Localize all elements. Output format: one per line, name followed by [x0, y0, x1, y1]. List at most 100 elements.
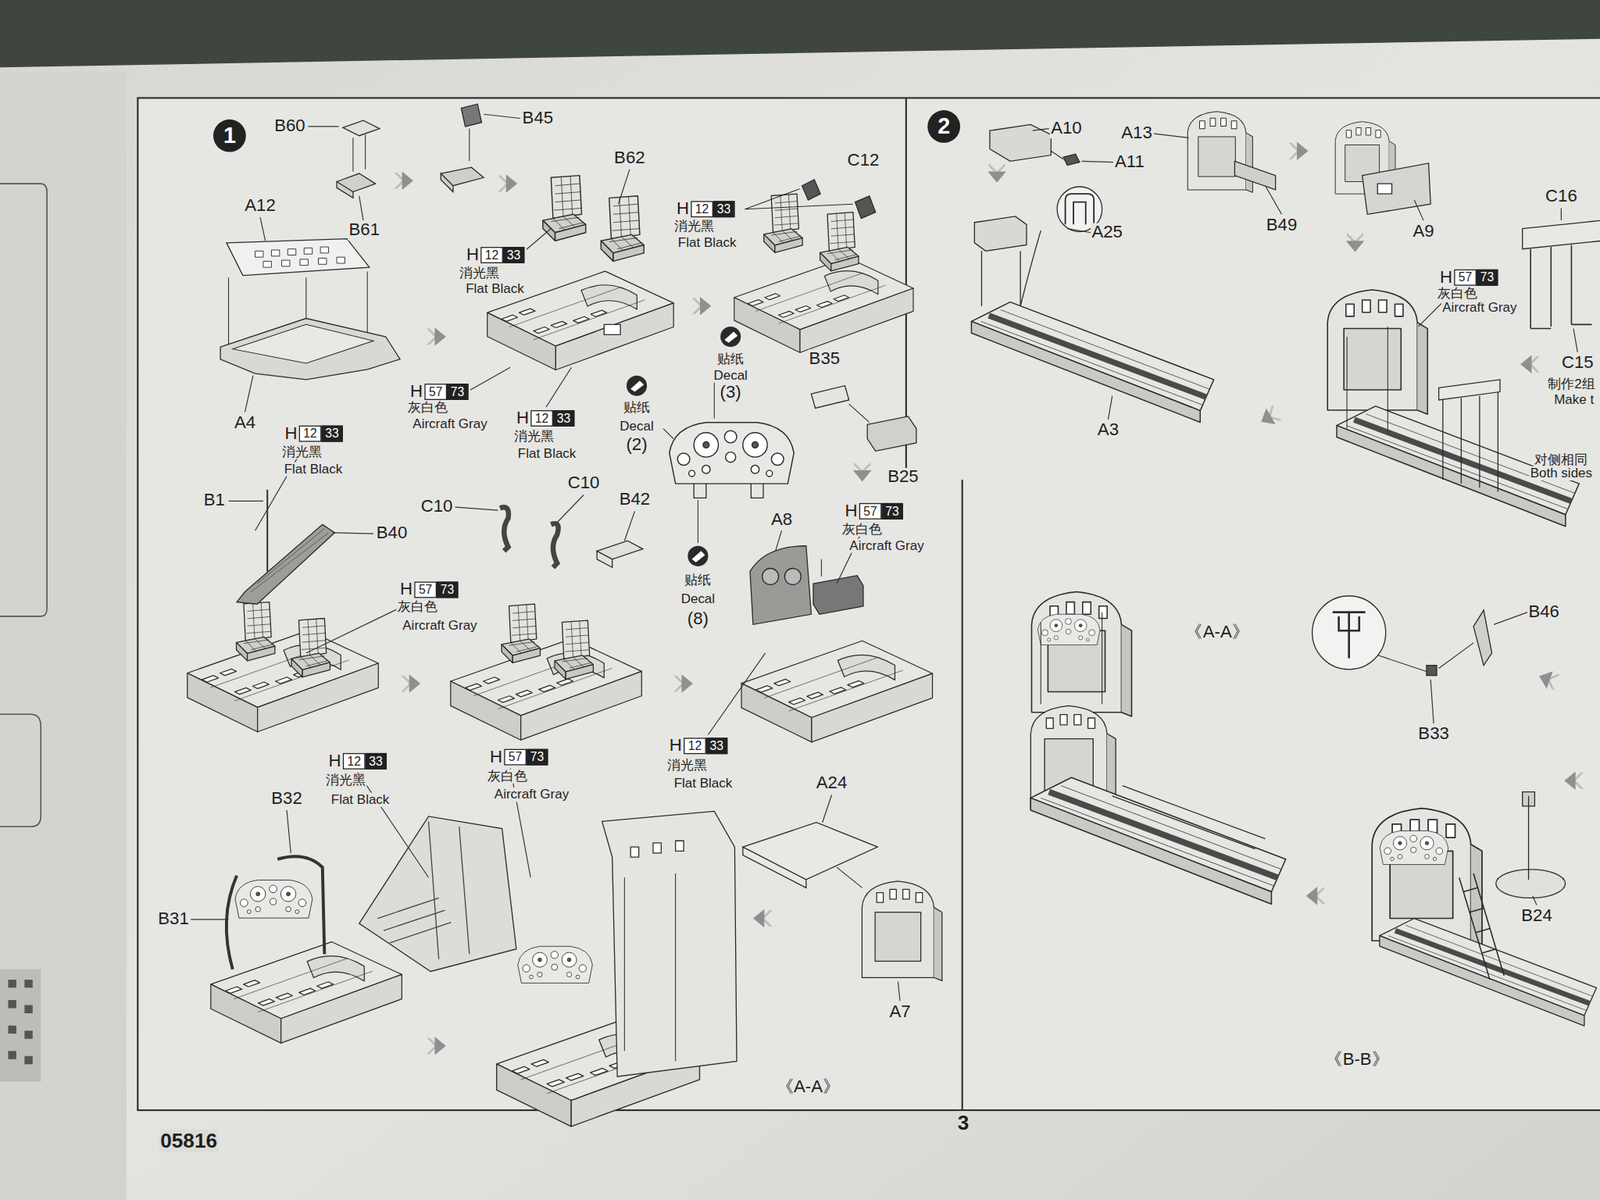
- assembly-line: [1050, 150, 1064, 159]
- part-number: B61: [347, 221, 381, 240]
- b40-ribs: [250, 528, 329, 593]
- part-a8: [750, 546, 811, 625]
- part-number: 《A-A》: [1184, 623, 1250, 643]
- left-page-parts: [0, 969, 41, 1083]
- part-c16: [1522, 220, 1600, 250]
- paint-brand: H: [676, 199, 690, 220]
- assembly-line: [624, 873, 675, 1061]
- assembly-line: [981, 230, 1041, 307]
- part-b45: [460, 103, 482, 127]
- paint-number: 57: [859, 503, 882, 520]
- a12-holes: [255, 246, 346, 268]
- part-a12: [226, 239, 370, 276]
- part-number: B25: [886, 467, 920, 487]
- part-c12: [802, 179, 876, 219]
- detail-magnifier: [1312, 596, 1386, 670]
- paint-number: 73: [881, 503, 904, 520]
- part-number: A11: [1114, 152, 1146, 172]
- note-text: Both sides: [1528, 466, 1593, 482]
- part-a10: [974, 216, 1027, 251]
- assembly-line: [836, 867, 863, 888]
- paint-number: 33: [552, 410, 575, 427]
- note-text: 消光黑: [458, 266, 501, 282]
- paint-number: 12: [342, 753, 365, 770]
- paint-number: 33: [364, 753, 387, 770]
- part-c16: [1439, 379, 1500, 400]
- leader-line: [190, 114, 1578, 1001]
- note-text: Flat Black: [677, 235, 738, 251]
- paint-code: H1233: [464, 243, 527, 267]
- paint-brand: H: [410, 381, 423, 402]
- part-a4: [220, 318, 400, 380]
- paint-number: 12: [683, 737, 706, 754]
- paint-brand: H: [400, 579, 413, 600]
- paint-code: H1233: [667, 734, 730, 758]
- page-number: 3: [956, 1110, 970, 1134]
- note-text: Aircraft Gray: [1441, 300, 1518, 316]
- part-number: C10: [566, 474, 600, 493]
- part-number: B24: [1520, 907, 1554, 926]
- part-number: A7: [888, 1002, 912, 1022]
- paint-number: 33: [502, 246, 525, 264]
- part-c15: [1442, 392, 1499, 493]
- note-text: Aircraft Gray: [411, 417, 489, 433]
- assembly-line: [849, 403, 870, 423]
- paint-number: 33: [321, 425, 343, 443]
- part-a9: [1362, 163, 1432, 215]
- leader-line: [663, 373, 715, 543]
- step-label: 2: [937, 113, 950, 140]
- paint-code: H1233: [674, 197, 737, 221]
- part-detail: [1377, 183, 1392, 194]
- part-number: B31: [157, 910, 190, 929]
- paint-number: 12: [481, 246, 504, 264]
- note-text: 消光黑: [672, 219, 715, 235]
- part-number: B35: [807, 350, 841, 369]
- note-text: Flat Black: [282, 461, 343, 477]
- left-page-frame: [0, 714, 41, 827]
- note-text: 消光黑: [325, 773, 368, 789]
- step-number: 1: [213, 119, 247, 153]
- paint-number: 57: [414, 581, 437, 598]
- part-number: A10: [1050, 118, 1083, 138]
- note-text: 贴纸: [683, 573, 713, 589]
- part-number: A3: [1096, 421, 1121, 440]
- gauge: [784, 568, 801, 586]
- paint-brand: H: [1439, 267, 1453, 288]
- note-text: 灰白色: [406, 400, 449, 416]
- assembly-line: [821, 559, 822, 577]
- part-number: B33: [1417, 725, 1450, 744]
- note-text: Aircraft Gray: [401, 617, 479, 633]
- note-text: 对侧相同: [1533, 453, 1590, 468]
- paint-brand: H: [669, 735, 683, 757]
- part-number: A24: [814, 774, 848, 793]
- a4-rim: [232, 324, 374, 364]
- note-text: 灰白色: [841, 522, 884, 538]
- part-number: C16: [1544, 187, 1579, 207]
- note-text: 消光黑: [665, 757, 708, 773]
- note-text: 灰白色: [396, 600, 439, 615]
- assembly-line: [1040, 612, 1102, 705]
- part-b33: [1426, 665, 1437, 676]
- part-number: 《A-A》: [775, 1078, 841, 1097]
- part-b61: [336, 173, 376, 198]
- instruction-frame: [137, 97, 1600, 1111]
- leader-line: [744, 189, 853, 210]
- part-a25: [1065, 193, 1095, 225]
- cockpit-tub: [359, 816, 517, 972]
- part-b35: [810, 385, 849, 409]
- note-text: 制作2组: [1546, 377, 1597, 393]
- paint-code: H5773: [397, 578, 461, 602]
- paint-number: 73: [436, 581, 459, 598]
- note-text: Make t: [1553, 392, 1596, 408]
- paint-number: 33: [705, 737, 728, 754]
- part-number: B62: [613, 148, 647, 168]
- paint-code: H5773: [407, 380, 471, 404]
- paint-number: 12: [691, 200, 714, 218]
- part-number: B40: [375, 524, 408, 543]
- note-text: 消光黑: [281, 444, 324, 460]
- note-text: 贴纸: [622, 400, 652, 416]
- paint-code: H1233: [514, 407, 577, 430]
- paint-brand: H: [328, 750, 342, 772]
